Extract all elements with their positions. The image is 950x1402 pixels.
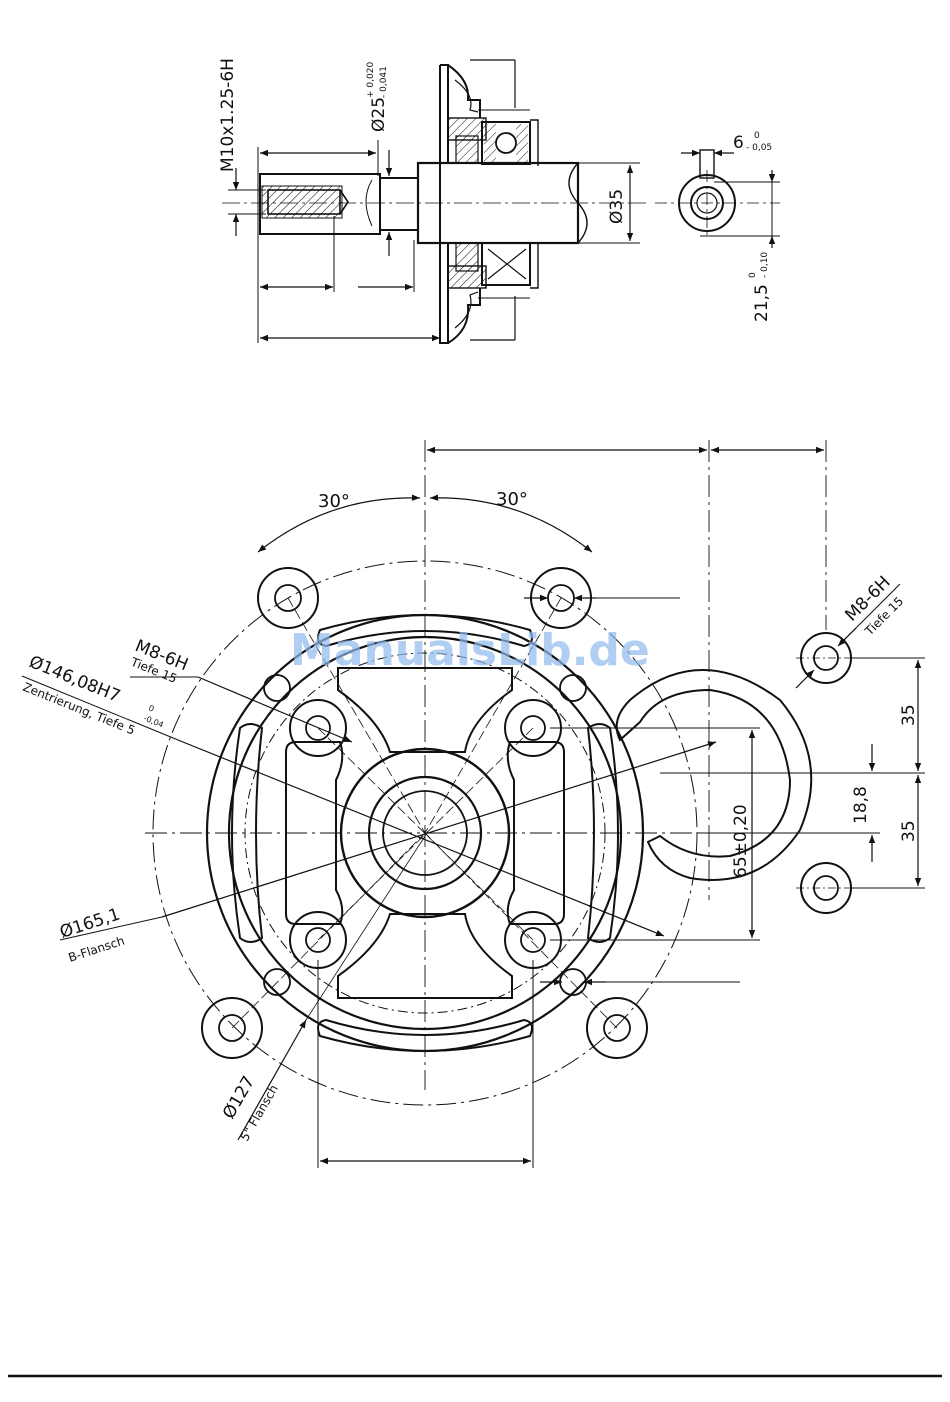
dim-35-top: 35 (899, 704, 919, 726)
dim-18-8: 18,8 (851, 786, 871, 824)
key-width-tol-lower: - 0,05 (746, 143, 772, 153)
dia-35-label: Ø35 (607, 189, 627, 224)
dim-65: 65±0,20 (731, 804, 751, 878)
shaft-dia-tol-upper: + 0,020 (366, 62, 376, 98)
key-end-view: 6 0 - 0,05 21,5 0 - 0,10 (655, 131, 780, 322)
flange-front-view: 30° 30° M8-6H Tiefe 15 Ø146,08H7 0 -0,04… (21, 440, 925, 1168)
angle-right-label: 30° (496, 489, 528, 510)
key-height-label: 21,5 (752, 284, 772, 322)
center-tol-upper: 0 (147, 704, 155, 714)
angle-left-label: 30° (318, 491, 350, 512)
watermark: ManualsLib.de (290, 625, 650, 676)
key-height-tol-upper: 0 (748, 272, 758, 278)
shaft-section-view: M10x1.25-6H Ø25 + 0,020 - 0,041 Ø35 (218, 58, 650, 343)
dim-35-bottom: 35 (899, 820, 919, 842)
shaft-dia-tol-lower: - 0,041 (379, 66, 389, 98)
key-height-tol-lower: - 0,10 (760, 252, 770, 278)
key-width-tol-upper: 0 (754, 131, 760, 141)
shaft-dia-label: Ø25 (369, 97, 389, 132)
key-width-label: 6 (733, 133, 744, 153)
thread-label: M10x1.25-6H (218, 58, 238, 172)
